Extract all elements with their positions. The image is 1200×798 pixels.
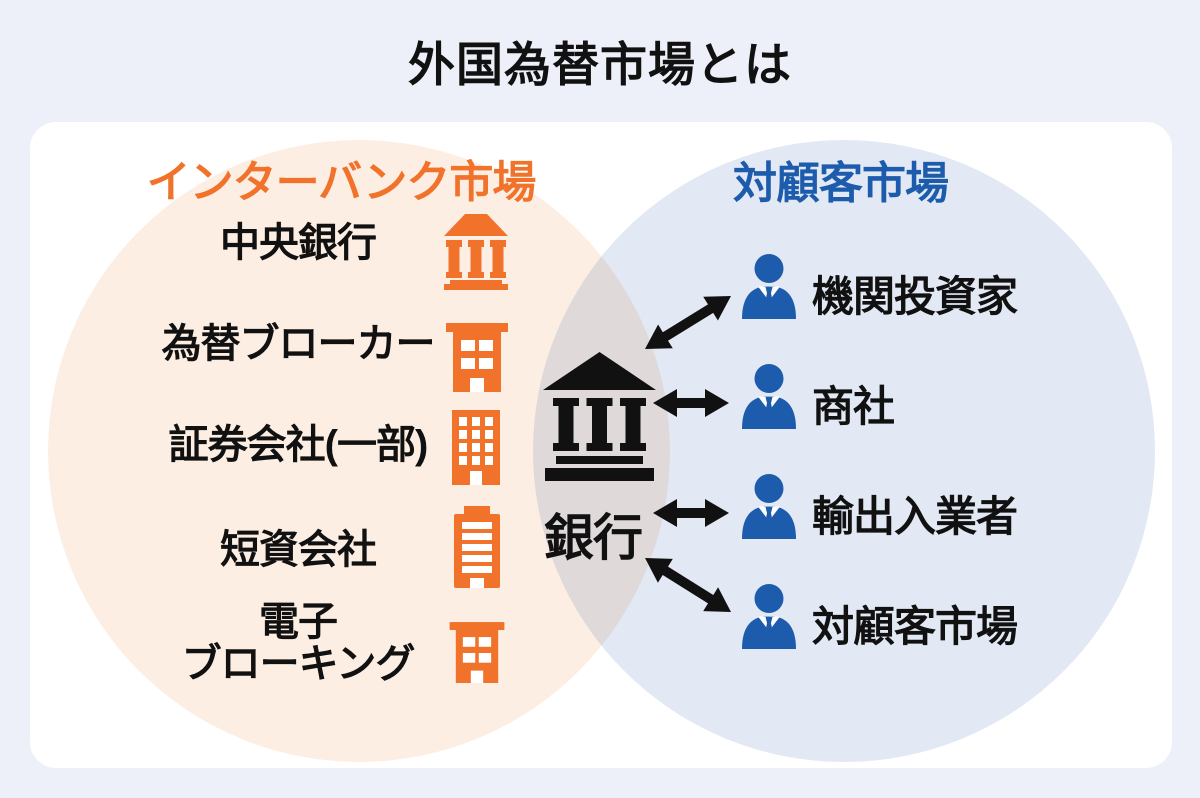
right-item-label-institutional-investor: 機関投資家 xyxy=(812,273,1018,320)
tall-building-icon xyxy=(452,410,500,485)
page-title: 外国為替市場とは xyxy=(408,38,792,91)
left-item-label-securities: 証券会社(一部) xyxy=(168,423,429,467)
left-item-label-central-bank: 中央銀行 xyxy=(220,221,377,265)
left-item-label-e-broking: 電子 ブローキング xyxy=(181,600,416,686)
businessperson-icon xyxy=(742,364,796,429)
right-item-label-importer-exporter: 輸出入業者 xyxy=(812,493,1018,540)
customer-market-title: 対顧客市場 xyxy=(733,159,949,208)
left-item-label-fx-broker: 為替ブローカー xyxy=(161,322,436,366)
businessperson-icon xyxy=(742,584,796,649)
bank-icon-black xyxy=(543,352,656,481)
interbank-market-title: インターバンク市場 xyxy=(146,158,537,207)
office-building-icon xyxy=(449,622,505,683)
businessperson-icon xyxy=(742,254,796,319)
businessperson-icon xyxy=(742,474,796,539)
right-item-label-customer-market: 対顧客市場 xyxy=(812,603,1018,650)
left-item-label-tanshi: 短資会社 xyxy=(220,528,377,572)
office-building-icon xyxy=(446,323,508,392)
slat-building-icon xyxy=(454,506,500,588)
bank-label: 銀行 xyxy=(544,510,643,566)
right-item-label-trading-company: 商社 xyxy=(812,383,895,430)
bank-icon xyxy=(444,214,508,290)
